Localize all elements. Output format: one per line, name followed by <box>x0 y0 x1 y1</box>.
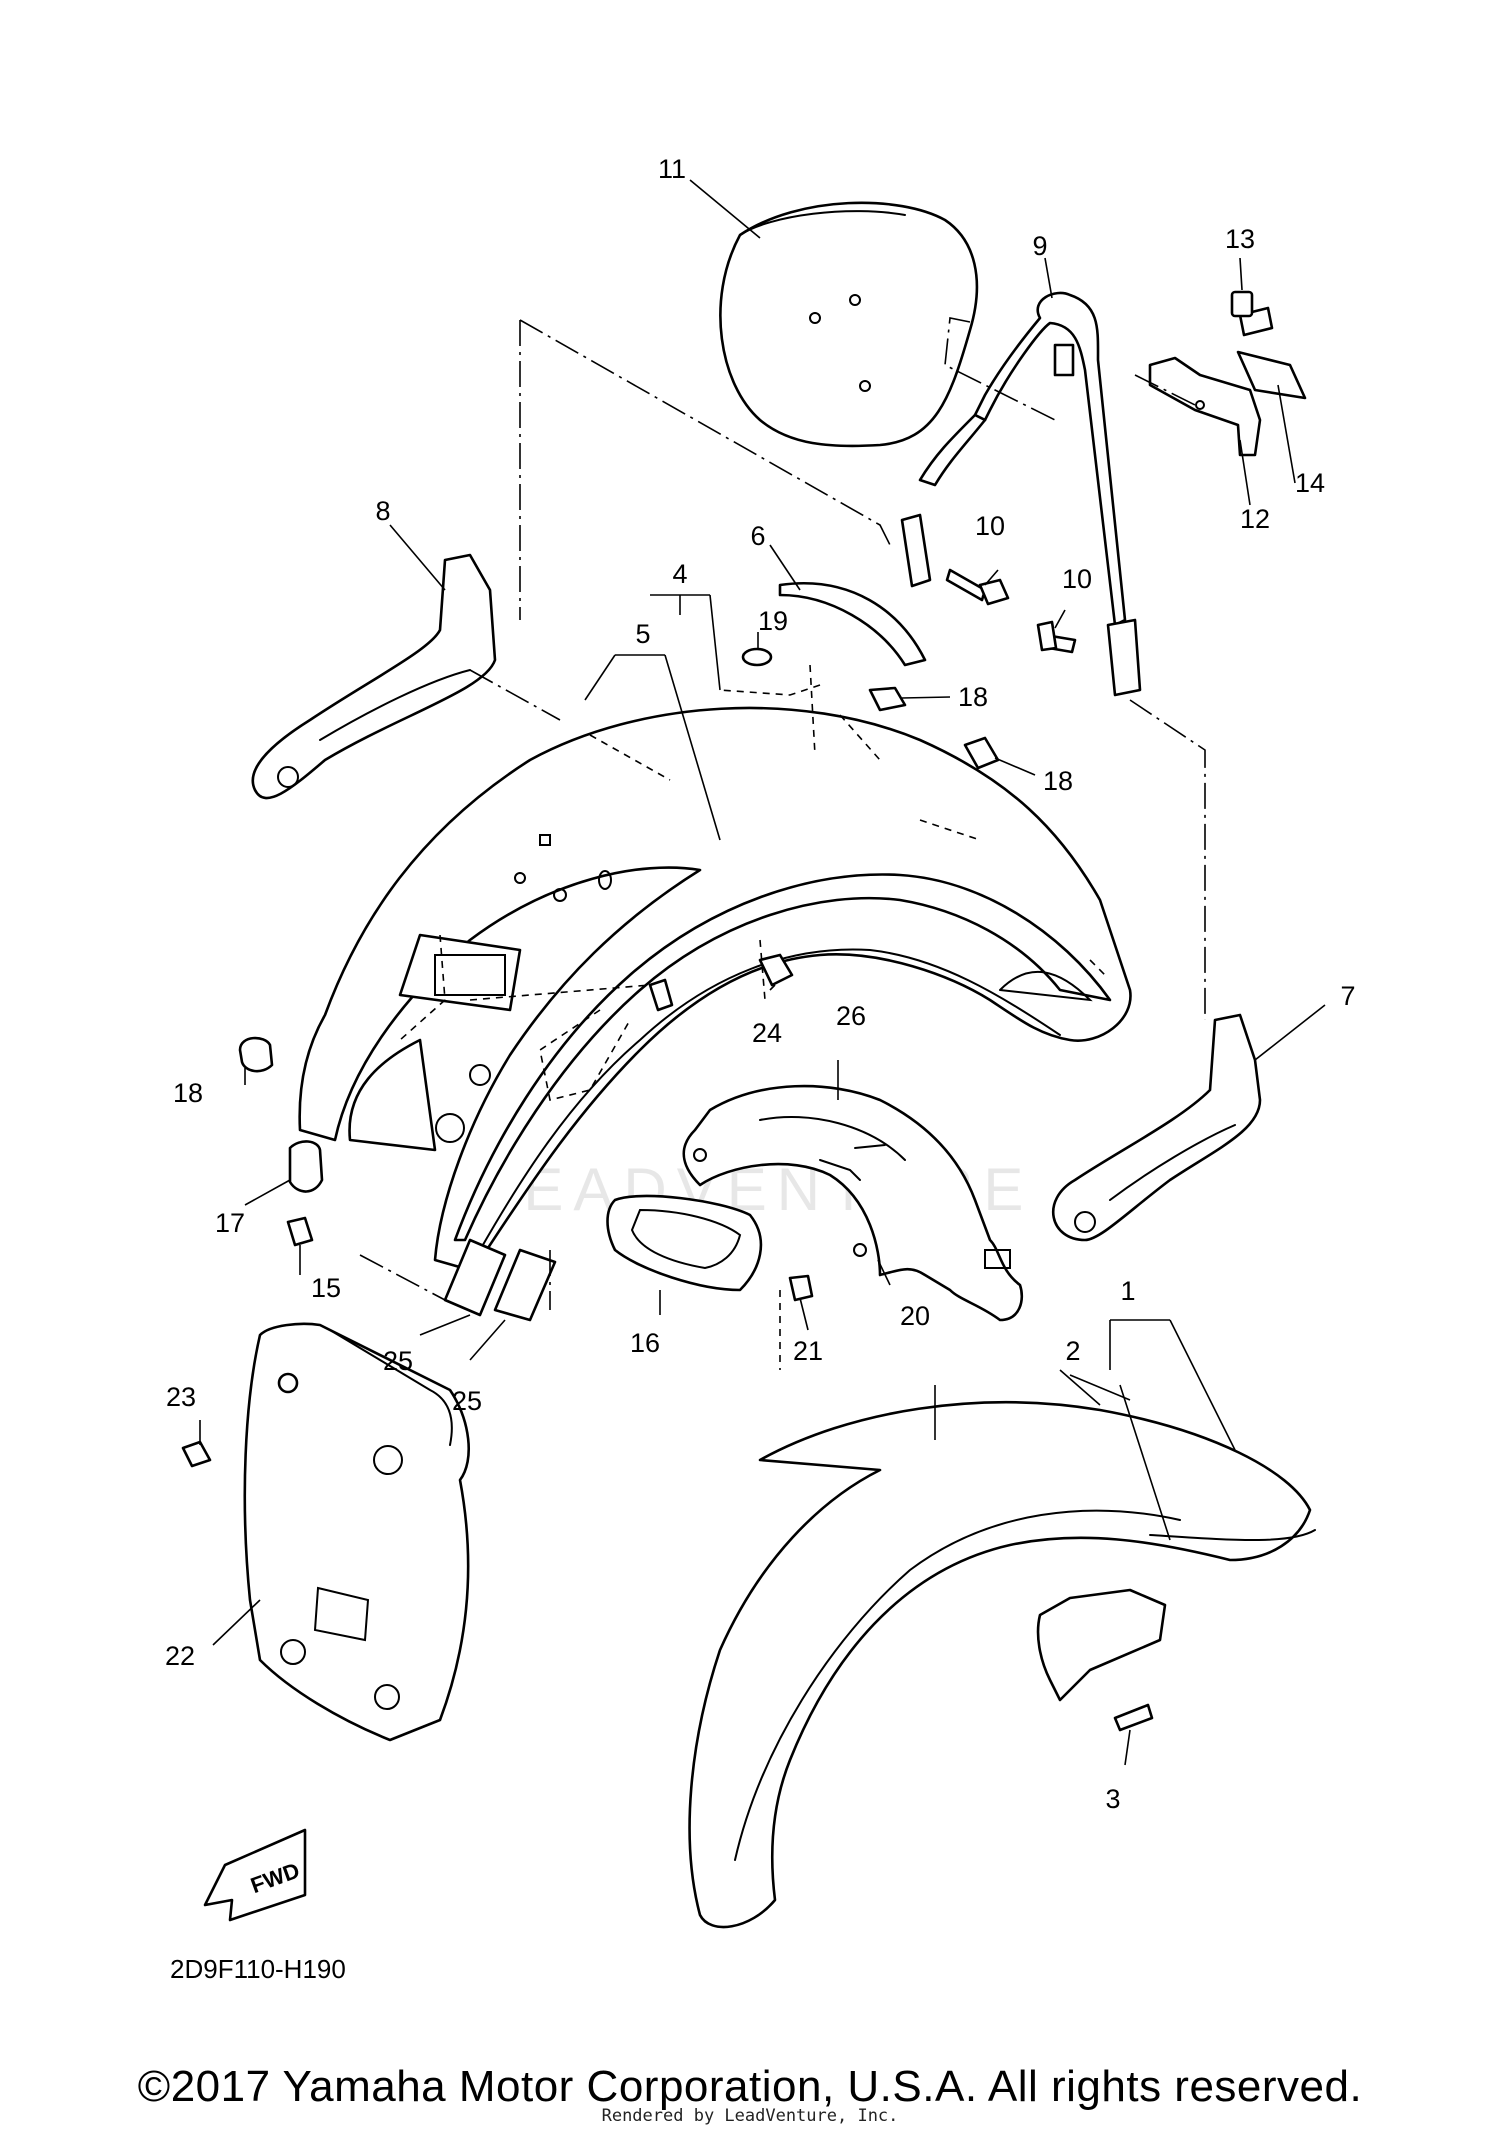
callout-3: 3 <box>1105 1784 1120 1814</box>
left-stay <box>251 553 497 800</box>
bolts-10 <box>945 568 1077 654</box>
right-stay <box>1051 1013 1262 1242</box>
side-cover-22 <box>181 1322 470 1742</box>
screw-21 <box>788 1274 814 1302</box>
callout-14: 14 <box>1295 468 1325 498</box>
callout-17: 17 <box>215 1208 245 1238</box>
callout-4: 4 <box>672 559 687 589</box>
nut-24 <box>758 953 794 987</box>
callout-25a: 25 <box>383 1346 413 1376</box>
decal-6 <box>778 582 927 667</box>
rear-fender <box>298 706 1132 1272</box>
screw-15 <box>286 1216 314 1247</box>
callout-16: 16 <box>630 1328 660 1358</box>
front-fender <box>688 1401 1316 1929</box>
callout-20: 20 <box>900 1301 930 1331</box>
callout-11: 11 <box>658 154 686 184</box>
grommet-17 <box>288 1140 324 1193</box>
backrest-pad <box>719 201 979 448</box>
callout-15: 15 <box>311 1273 341 1303</box>
callout-22: 22 <box>165 1641 195 1671</box>
callout-labels: 11 9 13 14 12 10 10 8 6 4 5 19 18 18 7 1… <box>165 154 1356 1814</box>
fwd-arrow: FWD <box>203 1828 307 1922</box>
callout-8: 8 <box>375 496 390 526</box>
pads-25 <box>443 1238 557 1322</box>
inner-fender <box>682 1084 1024 1322</box>
bracket-assembly <box>1148 290 1307 457</box>
callout-19: 19 <box>758 606 788 636</box>
callout-6: 6 <box>750 521 765 551</box>
callout-1: 1 <box>1120 1276 1135 1306</box>
callout-18b: 18 <box>1043 766 1073 796</box>
callout-12: 12 <box>1240 504 1270 534</box>
hidden-lines <box>399 664 1106 1370</box>
callout-18c: 18 <box>173 1078 203 1108</box>
callout-18a: 18 <box>958 682 988 712</box>
callout-25b: 25 <box>452 1386 482 1416</box>
callout-7: 7 <box>1340 981 1355 1011</box>
callout-2: 2 <box>1065 1336 1080 1366</box>
callout-23: 23 <box>166 1382 196 1412</box>
callout-5: 5 <box>635 619 650 649</box>
callout-26: 26 <box>836 1001 866 1031</box>
rendered-by: Rendered by LeadVenture, Inc. <box>601 2106 899 2126</box>
backrest-bar <box>900 291 1142 697</box>
callout-13: 13 <box>1225 224 1255 254</box>
grommets-18 <box>238 686 1000 1073</box>
callout-24: 24 <box>752 1018 782 1048</box>
callout-21: 21 <box>793 1336 823 1366</box>
callout-10a: 10 <box>975 511 1005 541</box>
callout-10b: 10 <box>1062 564 1092 594</box>
diagram-code: 2D9F110-H190 <box>170 1954 346 1984</box>
leader-lines <box>199 179 1326 1766</box>
washer-19 <box>741 647 773 667</box>
callout-9: 9 <box>1032 231 1047 261</box>
copyright-notice: ©2017 Yamaha Motor Corporation, U.S.A. A… <box>137 2062 1363 2111</box>
reflector-16 <box>606 1194 763 1292</box>
reference-lines <box>359 317 1206 1310</box>
